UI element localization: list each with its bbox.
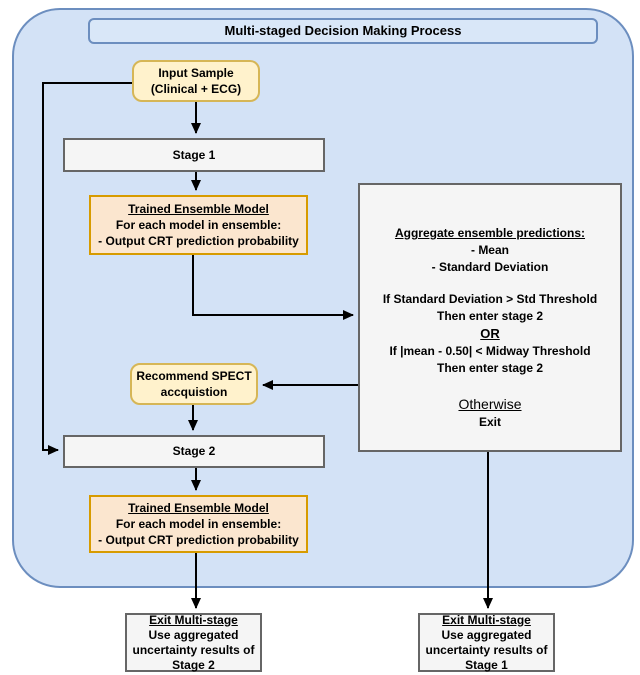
node-stage2: Stage 2 bbox=[63, 435, 325, 468]
exit-stage2-line3: Stage 2 bbox=[172, 657, 215, 672]
node-stage1: Stage 1 bbox=[63, 138, 325, 172]
stage2-label: Stage 2 bbox=[172, 444, 216, 459]
stage1-label: Stage 1 bbox=[172, 147, 216, 162]
exit-stage1-line2: uncertainty results of bbox=[425, 642, 548, 657]
ensemble2-line1: For each model in ensemble: bbox=[115, 516, 282, 531]
ensemble1-line1: For each model in ensemble: bbox=[115, 217, 282, 232]
aggregate-bullet-std: - Standard Deviation bbox=[431, 259, 549, 274]
aggregate-exit-label: Exit bbox=[478, 415, 501, 430]
exit-stage2-line2: uncertainty results of bbox=[132, 642, 255, 657]
node-input-sample: Input Sample (Clinical + ECG) bbox=[132, 60, 260, 102]
input-sample-line2: (Clinical + ECG) bbox=[150, 82, 242, 96]
node-ensemble-model-2: Trained Ensemble Model For each model in… bbox=[89, 495, 308, 553]
aggregate-cond2-line1: If |mean - 0.50| < Midway Threshold bbox=[389, 344, 591, 359]
ensemble1-heading: Trained Ensemble Model bbox=[128, 201, 269, 216]
node-ensemble-model-1: Trained Ensemble Model For each model in… bbox=[89, 195, 308, 255]
aggregate-cond1-line1: If Standard Deviation > Std Threshold bbox=[382, 292, 598, 307]
ensemble1-line2: - Output CRT prediction probability bbox=[98, 234, 299, 249]
aggregate-bullet-mean: - Mean bbox=[470, 242, 509, 257]
node-aggregate-predictions: Aggregate ensemble predictions: - Mean -… bbox=[358, 183, 622, 452]
diagram-title-label: Multi-staged Decision Making Process bbox=[224, 23, 462, 39]
exit-stage1-line1: Use aggregated bbox=[441, 627, 532, 642]
ensemble2-heading: Trained Ensemble Model bbox=[128, 500, 269, 515]
node-exit-stage2: Exit Multi-stage Use aggregated uncertai… bbox=[125, 613, 262, 672]
exit-stage2-heading: Exit Multi-stage bbox=[149, 612, 238, 627]
aggregate-heading: Aggregate ensemble predictions: bbox=[394, 226, 586, 240]
spect-line1: Recommend SPECT bbox=[136, 368, 252, 383]
aggregate-or-label: OR bbox=[480, 325, 500, 341]
node-recommend-spect: Recommend SPECT accquistion bbox=[130, 363, 258, 405]
aggregate-cond2-line2: Then enter stage 2 bbox=[436, 360, 544, 375]
aggregate-cond1-line2: Then enter stage 2 bbox=[436, 309, 544, 324]
exit-stage1-line3: Stage 1 bbox=[465, 657, 508, 672]
exit-stage2-line1: Use aggregated bbox=[148, 627, 239, 642]
node-exit-stage1: Exit Multi-stage Use aggregated uncertai… bbox=[418, 613, 555, 672]
diagram-title: Multi-staged Decision Making Process bbox=[88, 18, 598, 44]
ensemble2-line2: - Output CRT prediction probability bbox=[98, 533, 299, 548]
spect-line2: accquistion bbox=[160, 385, 228, 399]
input-sample-line1: Input Sample bbox=[158, 65, 234, 80]
exit-stage1-heading: Exit Multi-stage bbox=[442, 612, 531, 627]
aggregate-otherwise-label: Otherwise bbox=[458, 395, 522, 412]
